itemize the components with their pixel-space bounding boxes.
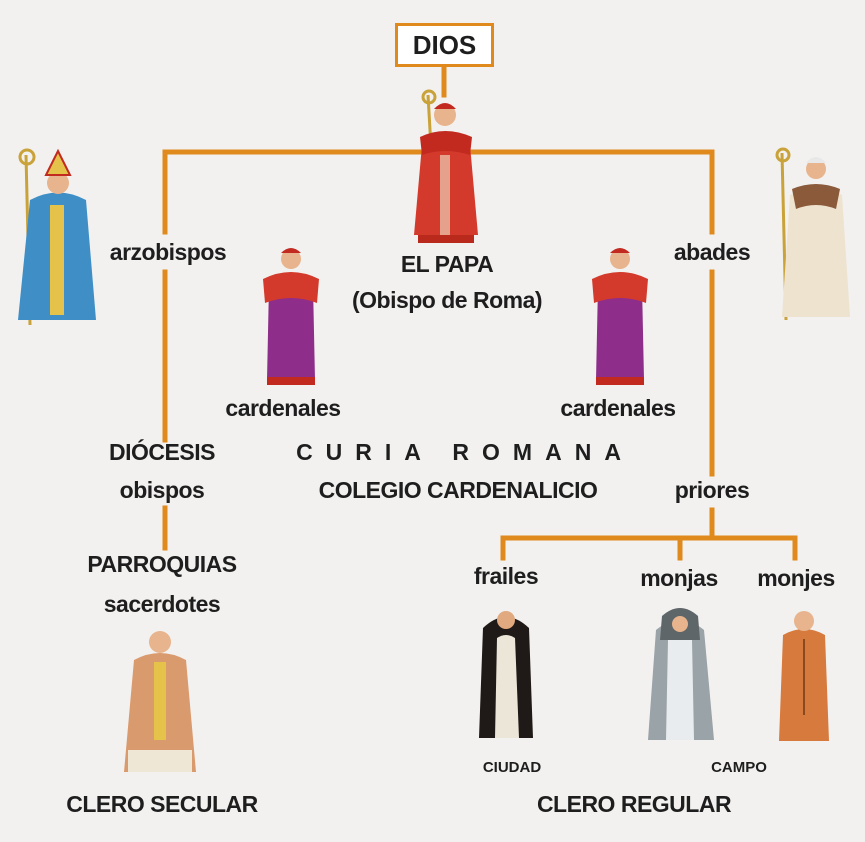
pope-figure <box>414 89 478 243</box>
priest-figure <box>124 631 196 772</box>
diocese-label: DIÓCESIS <box>109 439 215 465</box>
secular-clergy-label: CLERO SECULAR <box>66 791 258 817</box>
countryside-label: CAMPO <box>711 759 767 776</box>
regular-clergy-label: CLERO REGULAR <box>536 791 732 817</box>
priors-label: priores <box>674 477 750 503</box>
pope-name-label: EL PAPA <box>400 251 494 277</box>
cardinals-right-label: cardenales <box>560 395 676 421</box>
priests-label: sacerdotes <box>103 591 221 617</box>
monk-figure <box>779 611 829 741</box>
abbots-label: abades <box>673 239 751 265</box>
friars-label: frailes <box>473 563 539 589</box>
pope-title-label: (Obispo de Roma) <box>351 287 543 313</box>
cardinal-left-figure <box>263 248 319 385</box>
nuns-label: monjas <box>640 565 718 591</box>
friar-figure <box>479 611 533 738</box>
monks-label: monjes <box>757 565 835 591</box>
abbot-figure <box>775 147 850 321</box>
parishes-label: PARROQUIAS <box>87 551 237 577</box>
curia-label: CURIA ROMANA <box>296 439 634 465</box>
archbishops-label: arzobispos <box>109 239 227 265</box>
cardinal-right-figure <box>592 248 648 385</box>
dios-box: DIOS <box>395 23 494 67</box>
bishops-label: obispos <box>119 477 205 503</box>
archbishop-figure <box>18 148 96 326</box>
nun-figure <box>648 608 714 740</box>
city-label: CIUDAD <box>482 759 542 776</box>
cardinals-left-label: cardenales <box>225 395 341 421</box>
college-label: COLEGIO CARDENALICIO <box>318 477 598 503</box>
dios-label: DIOS <box>412 29 477 60</box>
